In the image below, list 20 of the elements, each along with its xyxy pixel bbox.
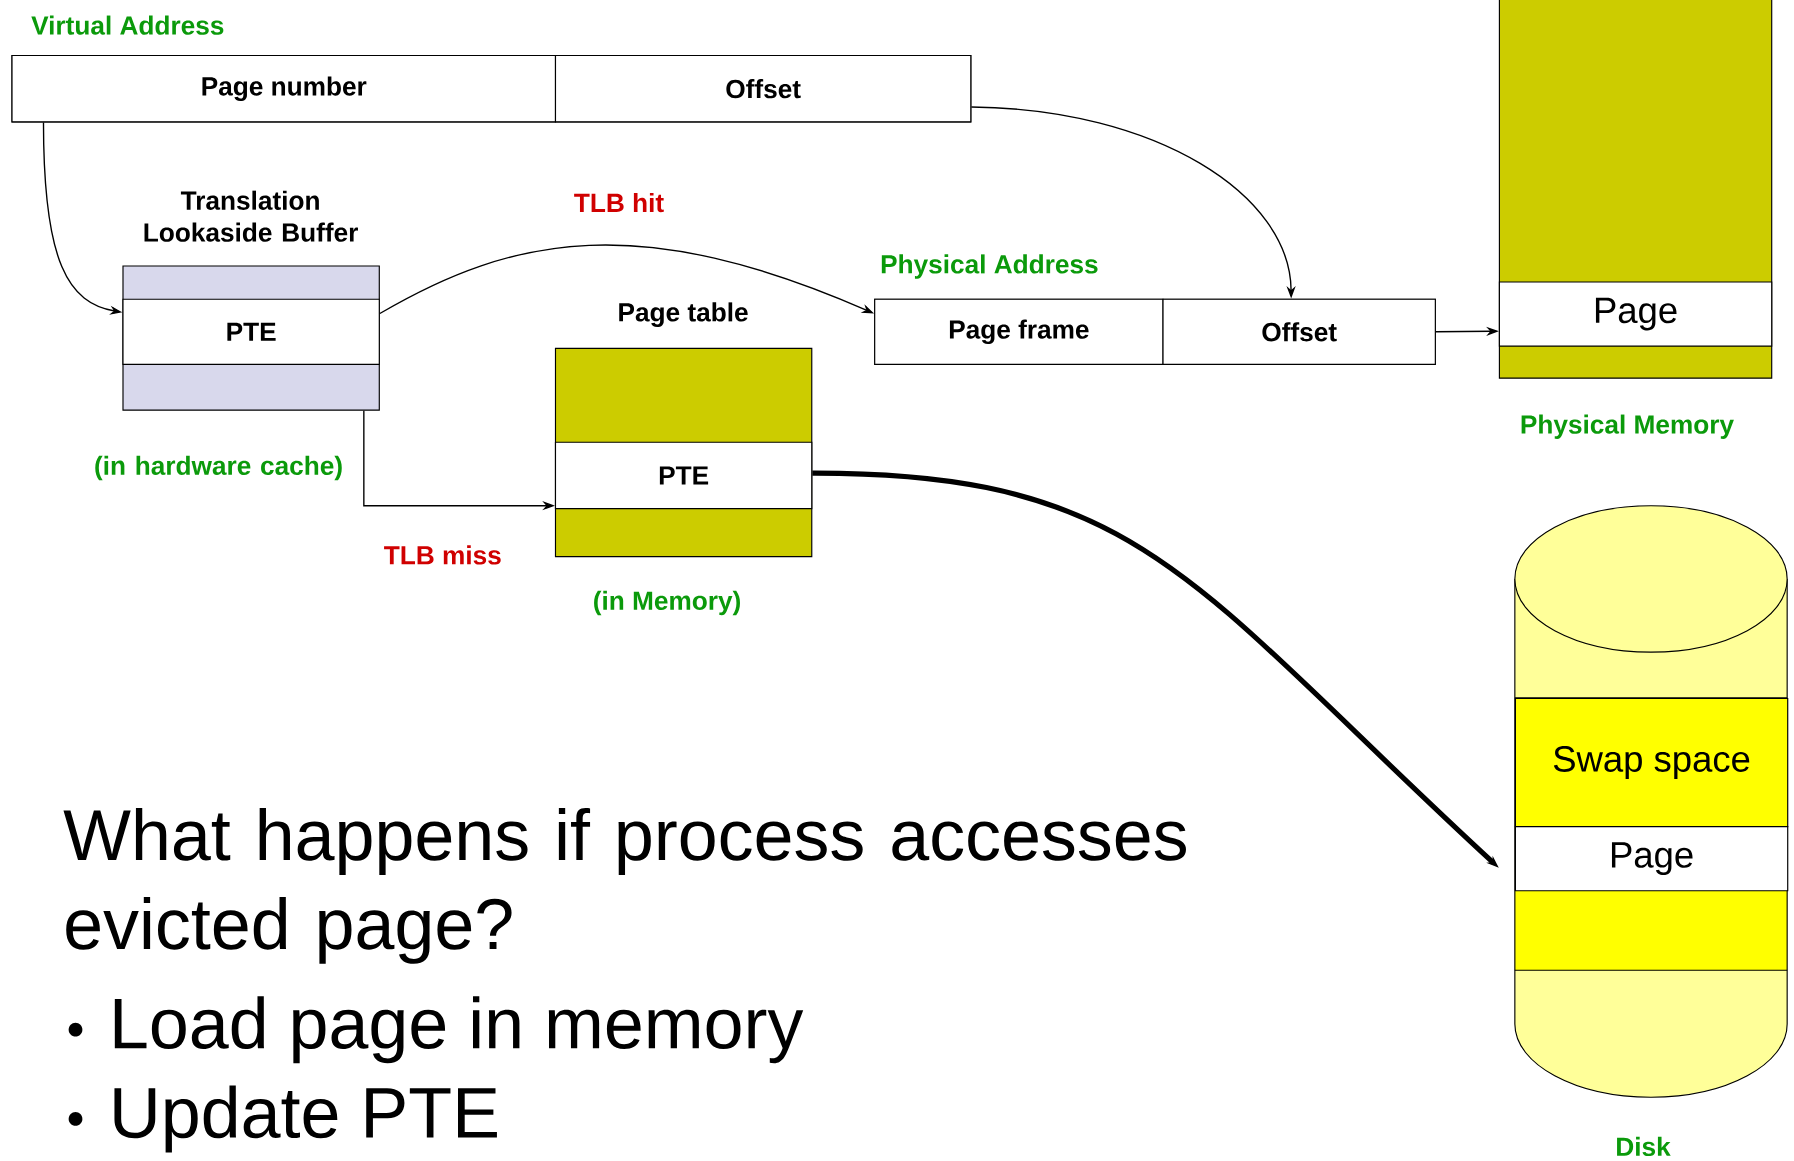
node-label: (in Memory): [594, 590, 740, 616]
address-field: Offset: [554, 54, 972, 123]
heading: Translation Lookaside Buffer: [144, 190, 358, 242]
question-text: What happens if process accesses evicted page?: [63, 807, 1186, 964]
node-label: (in hardware cache): [95, 455, 342, 481]
heading: Virtual Address: [31, 15, 224, 35]
address-field: Offset: [1162, 298, 1436, 365]
table-row: PTE: [554, 441, 813, 509]
heading: Physical Memory: [1521, 414, 1734, 439]
bullet-text: Load page in memory: [114, 996, 804, 1064]
edge-label: TLB miss: [382, 544, 503, 566]
heading: Page table: [619, 302, 748, 327]
address-field: Page number: [11, 54, 557, 123]
heading: Disk: [1617, 1136, 1671, 1156]
edge-label: TLB hit: [572, 191, 666, 214]
address-field: Page frame: [874, 298, 1164, 365]
memory-page: Page: [1498, 281, 1773, 347]
table-row: PTE: [122, 298, 380, 365]
bullet-text: Update PTE: [114, 1085, 497, 1153]
heading: Physical Address: [881, 254, 1098, 279]
